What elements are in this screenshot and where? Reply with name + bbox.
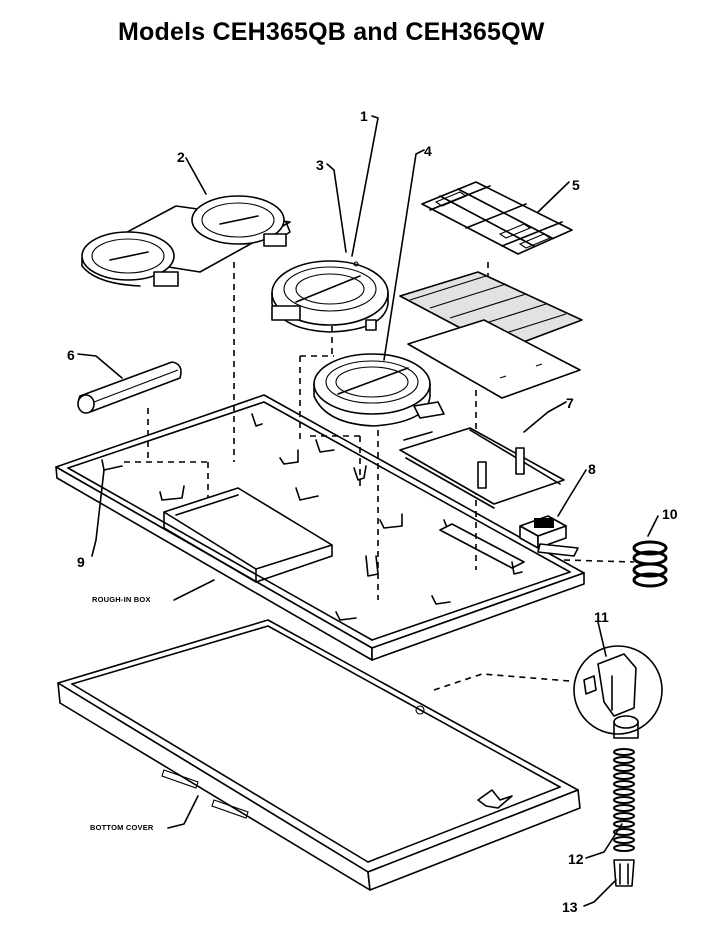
label-part-5: 5 [572, 177, 580, 193]
part-4-round-element [313, 353, 445, 427]
part-7-bracket [399, 427, 565, 509]
part-6-bar [77, 361, 182, 414]
bottom-cover [57, 619, 581, 891]
part-2-dual-element [81, 195, 291, 287]
label-part-10: 10 [662, 506, 678, 522]
label-part-6: 6 [67, 347, 75, 363]
label-part-13: 13 [562, 899, 578, 915]
label-part-9: 9 [77, 554, 85, 570]
part-8-terminal-block [519, 515, 579, 557]
diagram-title: Models CEH365QB and CEH365QW [118, 18, 545, 46]
label-part-8: 8 [588, 461, 596, 477]
part-10-springs [632, 540, 668, 588]
part-12-13-leg [613, 715, 639, 887]
caption-bottom-cover: BOTTOM COVER [90, 823, 154, 832]
label-part-4: 4 [424, 143, 432, 159]
label-part-11: 11 [594, 609, 609, 625]
caption-rough-in-box: ROUGH-IN BOX [92, 595, 151, 604]
label-part-7: 7 [566, 395, 574, 411]
label-part-12: 12 [568, 851, 584, 867]
part-11-clip-detail [573, 645, 663, 735]
label-part-1: 1 [360, 108, 368, 124]
label-part-3: 3 [316, 157, 324, 173]
part-labels: 1 3 2 4 5 6 7 8 9 10 11 12 13 ROUGH-IN B… [67, 108, 678, 915]
label-part-2: 2 [177, 149, 185, 165]
rough-in-box [55, 394, 585, 661]
radiant-glass [399, 271, 583, 399]
leader-lines [77, 115, 659, 907]
part-1-3-round-element [271, 260, 389, 333]
part-5-grate [421, 181, 573, 255]
